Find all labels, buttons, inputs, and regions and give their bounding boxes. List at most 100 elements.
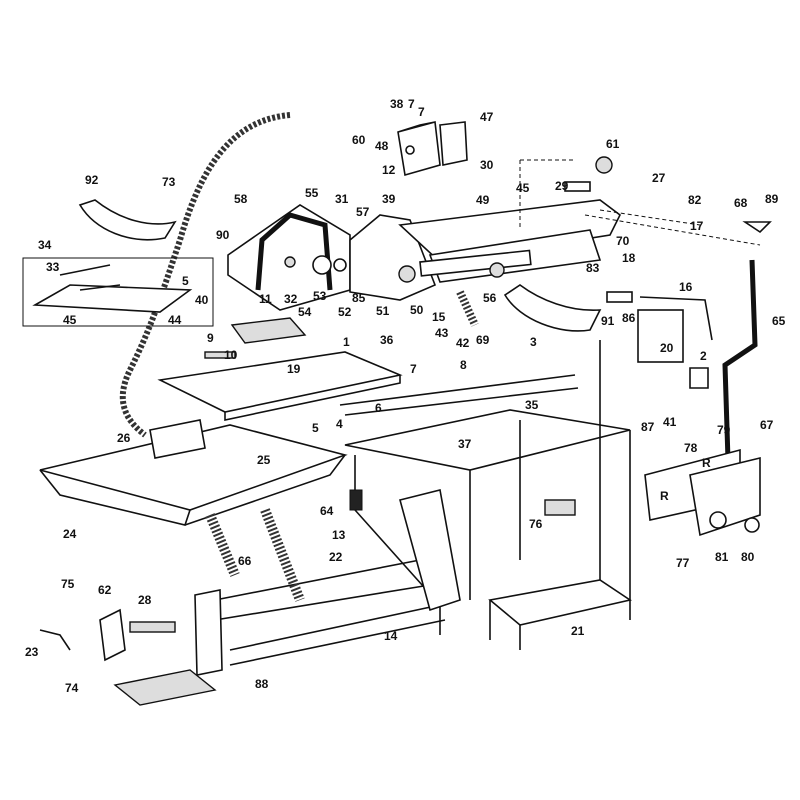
part-label-32: 32 (284, 292, 298, 306)
part-label-73: 73 (162, 175, 176, 189)
bracket-2 (689, 367, 709, 389)
part-label-35: 35 (525, 398, 539, 412)
spring-66a (205, 513, 240, 577)
part-label-66: 66 (238, 554, 252, 568)
part-label-61: 61 (606, 137, 620, 151)
inset-box (22, 257, 214, 327)
part-label-42: 42 (456, 336, 470, 350)
rod-8 (339, 374, 579, 416)
part-label-36: 36 (380, 333, 394, 347)
part-label-91: 91 (601, 314, 615, 328)
spring-28 (129, 621, 176, 633)
part-label-22: 22 (329, 550, 343, 564)
frame-legs (439, 600, 631, 650)
part-label-55: 55 (305, 186, 319, 200)
lever-65 (722, 259, 758, 461)
part-label-45: 45 (516, 181, 530, 195)
part-label-15: 15 (432, 310, 446, 324)
part-label-5: 5 (182, 274, 189, 288)
plate-67 (689, 456, 761, 537)
pad-11 (230, 317, 307, 344)
knob (405, 145, 415, 155)
part-label-68: 68 (734, 196, 748, 210)
part-label-64: 64 (320, 504, 334, 518)
part-label-78: 78 (684, 441, 698, 455)
part-label-57: 57 (356, 205, 370, 219)
block-76 (544, 499, 576, 516)
plate-mark-r: R (660, 489, 669, 503)
pin-29 (564, 181, 591, 192)
part-label-25: 25 (257, 453, 271, 467)
part-label-3: 3 (530, 335, 537, 349)
dashed-guide (519, 159, 761, 246)
rod-16 (639, 296, 713, 341)
plate-mark-r: R (702, 456, 711, 470)
part-label-19: 19 (287, 362, 301, 376)
part-label-47: 47 (480, 110, 494, 124)
part-label-13: 13 (332, 528, 346, 542)
cable-73 (119, 112, 291, 438)
part-label-8: 8 (460, 358, 467, 372)
part-label-5: 5 (312, 421, 319, 435)
part-label-43: 43 (435, 326, 449, 340)
part-label-31: 31 (335, 192, 349, 206)
part-label-12: 12 (382, 163, 396, 177)
crank-23 (39, 629, 71, 651)
part-label-27: 27 (652, 171, 666, 185)
hub-62 (99, 608, 126, 662)
part-label-83: 83 (586, 261, 600, 275)
part-label-17: 17 (690, 219, 704, 233)
pulley-61 (595, 156, 613, 174)
part-label-62: 62 (98, 583, 112, 597)
part-label-2: 2 (700, 349, 707, 363)
part-label-38: 38 (390, 97, 404, 111)
part-label-53: 53 (313, 289, 327, 303)
nut-32 (284, 256, 296, 268)
part-label-75: 75 (61, 577, 75, 591)
part-label-4: 4 (336, 417, 343, 431)
bracket-13 (399, 489, 461, 612)
cover-47 (439, 121, 468, 166)
part-label-45: 45 (63, 313, 77, 327)
part-label-41: 41 (663, 415, 677, 429)
part-label-40: 40 (195, 293, 209, 307)
pedal-plate (113, 669, 217, 706)
part-label-76: 76 (529, 517, 543, 531)
part-label-52: 52 (338, 305, 352, 319)
table-edge (224, 375, 401, 421)
post (194, 589, 223, 676)
part-label-77: 77 (676, 556, 690, 570)
part-label-85: 85 (352, 291, 366, 305)
bar-22 (214, 559, 431, 621)
part-label-90: 90 (216, 228, 230, 242)
part-label-23: 23 (25, 645, 39, 659)
part-label-44: 44 (168, 313, 182, 327)
guard-91 (503, 284, 602, 332)
part-label-30: 30 (480, 158, 494, 172)
part-label-18: 18 (622, 251, 636, 265)
shaft-15 (419, 249, 532, 277)
guard-92 (78, 199, 177, 241)
part-label-89: 89 (765, 192, 779, 206)
part-label-58: 58 (234, 192, 248, 206)
part-label-9: 9 (207, 331, 214, 345)
part-label-79: 79 (717, 423, 731, 437)
block-64 (349, 489, 363, 511)
motor-26 (149, 419, 206, 459)
part-label-34: 34 (38, 238, 52, 252)
bearing-56 (489, 262, 505, 278)
part-label-28: 28 (138, 593, 152, 607)
spring-66b (260, 508, 305, 602)
part-label-26: 26 (117, 431, 131, 445)
part-label-86: 86 (622, 311, 636, 325)
part-label-37: 37 (458, 437, 472, 451)
part-label-60: 60 (352, 133, 366, 147)
part-label-7: 7 (410, 362, 417, 376)
part-label-33: 33 (46, 260, 60, 274)
part-label-70: 70 (616, 234, 630, 248)
part-label-10: 10 (224, 348, 238, 362)
part-label-6: 6 (375, 401, 382, 415)
part-label-24: 24 (63, 527, 77, 541)
